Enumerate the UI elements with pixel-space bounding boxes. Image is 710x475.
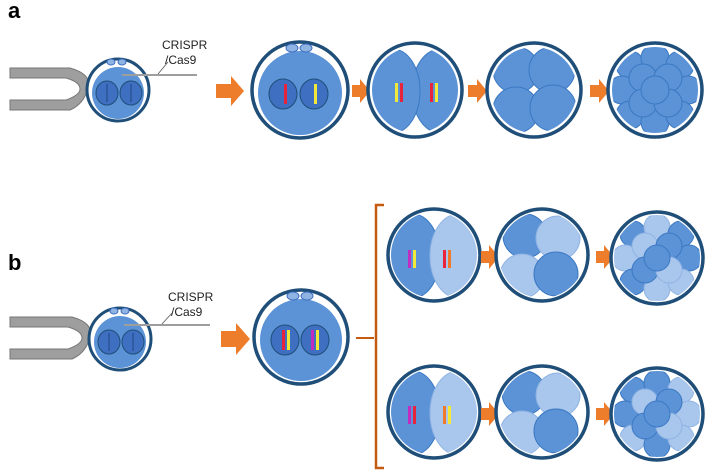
- crispr-label-line1: CRISPR: [168, 290, 214, 304]
- morula-mosaic-1: [609, 210, 705, 306]
- zygote-large-b: [252, 288, 350, 386]
- four-cell-mosaic-1: [494, 207, 590, 303]
- crispr-label-line2: /Cas9: [165, 53, 197, 67]
- row-b: [9, 203, 705, 470]
- arrow-right-icon: [481, 402, 499, 426]
- chromosome-marker-red: [284, 84, 287, 104]
- morula-mosaic-2: [609, 366, 705, 462]
- arrow-right-icon: [221, 323, 250, 355]
- zygote-b: [87, 306, 153, 372]
- arrow-right-icon: [468, 79, 487, 103]
- chromosome-marker-red: [430, 83, 433, 102]
- two-cell-mosaic-1: [386, 207, 482, 303]
- chromosome-marker-orange: [448, 250, 451, 268]
- arrow-right-icon: [216, 76, 244, 106]
- chromosome-marker-yellow: [395, 83, 398, 102]
- panel-label-a: a: [8, 0, 21, 23]
- arrow-right-icon: [590, 79, 609, 103]
- chromosome-marker-yellow: [448, 406, 451, 424]
- label-pointer: [161, 312, 173, 325]
- arrow-right-icon: [596, 402, 614, 426]
- crispr-label-line2: /Cas9: [171, 305, 203, 319]
- chromosome-marker-red: [443, 250, 446, 268]
- label-pointer: [157, 61, 169, 75]
- row-a: [9, 40, 704, 140]
- pronucleus: [300, 324, 330, 356]
- arrow-right-icon: [352, 79, 370, 103]
- holding-pipette: [9, 67, 90, 111]
- mosaic-bracket: [374, 203, 384, 470]
- four-cell-mosaic-2: [494, 364, 590, 460]
- crispr-label-line1: CRISPR: [162, 38, 208, 52]
- chromosome-marker-red: [282, 330, 285, 350]
- chromosome-marker-magenta: [311, 330, 314, 350]
- two-cell-embryo-a: [366, 41, 464, 139]
- zygote-large-a: [250, 40, 350, 140]
- chromosome-marker-yellow: [314, 84, 317, 104]
- chromosome-marker-yellow: [287, 330, 290, 350]
- arrow-right-icon: [596, 245, 614, 269]
- crispr-cas9-label-a: CRISPR /Cas9: [162, 38, 207, 68]
- pronucleus: [268, 78, 298, 110]
- panel-label-b: b: [8, 250, 22, 275]
- chromosome-marker-orange: [443, 406, 446, 424]
- holding-pipette: [9, 316, 92, 360]
- morula-a: [606, 41, 704, 139]
- crispr-cas9-label-b: CRISPR /Cas9: [168, 290, 213, 320]
- chromosome-marker-magenta: [408, 406, 411, 424]
- chromosome-marker-yellow: [316, 330, 319, 350]
- chromosome-marker-yellow: [435, 83, 438, 102]
- two-cell-mosaic-2: [386, 364, 482, 460]
- chromosome-marker-red: [413, 406, 416, 424]
- zygote-a: [85, 57, 151, 123]
- four-cell-embryo-a: [485, 41, 583, 139]
- chromosome-marker-red: [400, 83, 403, 102]
- chromosome-marker-yellow: [413, 250, 416, 268]
- arrow-right-icon: [481, 245, 499, 269]
- chromosome-marker-magenta: [408, 250, 411, 268]
